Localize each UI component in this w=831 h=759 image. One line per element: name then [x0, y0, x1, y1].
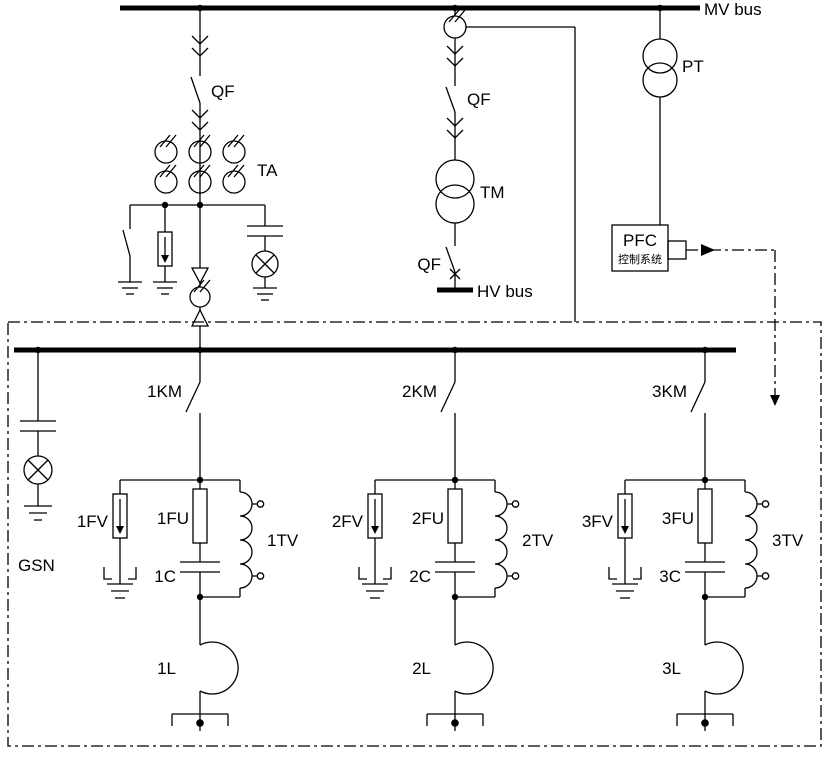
drawout-contact-icon: [191, 35, 209, 57]
contactor-km-label: 2KM: [402, 382, 437, 401]
gsn-branch: [20, 352, 56, 521]
capacitor-c-label: 1C: [154, 567, 176, 586]
control-arrow-icon: [701, 244, 715, 256]
contactor-km-icon: [440, 381, 456, 413]
transformer-tm-label: TM: [480, 183, 505, 202]
tv-label: 3TV: [772, 531, 804, 550]
cabinet-enclosure-border: [7, 321, 822, 747]
lamp-icon: [23, 455, 53, 485]
capacitor-c-icon: [435, 561, 475, 597]
pt-branch: [642, 8, 678, 225]
reactor-l-icon: [704, 597, 744, 714]
breaker-qf-mid-top-label: QF: [467, 90, 491, 109]
drawout-contact-icon: [446, 117, 464, 139]
capacitor-branch-3: 3KM 3FV 3FU 3TV 3C 3L: [582, 351, 804, 731]
incoming-feeder-left: [118, 8, 283, 351]
discharge-transformer-tv-icon: [200, 480, 265, 598]
capacitor-c-label: 2C: [409, 567, 431, 586]
ct-circle: [222, 164, 246, 194]
ct-circle: [154, 164, 178, 194]
ct-circle: [188, 164, 212, 194]
transformer-tm-icon: [435, 159, 475, 224]
contactor-km-label: 3KM: [652, 382, 687, 401]
pt-label: PT: [682, 57, 704, 76]
surge-arrester-icon: [153, 205, 177, 295]
capacitor-lamp-branch-icon: [247, 205, 283, 301]
capacitor-c-label: 3C: [659, 567, 681, 586]
drawout-contact-icon: [191, 109, 209, 131]
contactor-km-icon: [690, 381, 706, 413]
pfc-title: PFC: [623, 231, 657, 250]
pfc-controller: [611, 224, 780, 406]
arrester-fv-label: 2FV: [332, 512, 364, 531]
capacitor-branch-2: 2KM 2FV 2FU 2TV 2C 2L: [332, 351, 554, 731]
bottom-terminal-icon: [676, 713, 734, 731]
fuse-fu-label: 3FU: [662, 509, 694, 528]
gsn-label: GSN: [18, 556, 55, 575]
bottom-terminal-icon: [426, 713, 484, 731]
mv-bus: [120, 4, 700, 12]
measuring-sensor-icon: [443, 9, 467, 39]
arrester-fv-icon: [608, 480, 642, 599]
mv-bus-label: MV bus: [704, 0, 762, 19]
contactor-km-icon: [185, 381, 201, 413]
arrester-fv-icon: [103, 480, 137, 599]
fuse-fu-label: 2FU: [412, 509, 444, 528]
control-arrow-down-icon: [770, 395, 780, 406]
bottom-terminal-icon: [171, 713, 229, 731]
ct-ta-label: TA: [257, 161, 278, 180]
discharge-transformer-tv-icon: [455, 480, 520, 598]
reactor-l-icon: [454, 597, 494, 714]
arrester-fv-label: 3FV: [582, 512, 614, 531]
cable-termination-icon: [189, 205, 211, 351]
hv-bus-label: HV bus: [477, 282, 533, 301]
fuse-fu-icon: [697, 480, 713, 562]
fuse-fu-label: 1FU: [157, 509, 189, 528]
breaker-qf-mid-bottom-icon: [445, 246, 461, 280]
reactor-l-label: 1L: [157, 659, 176, 678]
transformer-feeder-mid: [435, 8, 576, 322]
tv-label: 2TV: [522, 531, 554, 550]
arrester-fv-label: 1FV: [77, 512, 109, 531]
capacitor-branch-1: 1KM 1FV 1FU 1TV 1C 1L: [77, 351, 299, 731]
breaker-qf-mid-top-icon: [445, 86, 456, 113]
contactor-km-label: 1KM: [147, 382, 182, 401]
pfc-subtitle: 控制系统: [618, 252, 662, 266]
breaker-qf-left-label: QF: [211, 82, 235, 101]
drawout-contact-icon: [446, 45, 464, 67]
arrester-fv-icon: [358, 480, 392, 599]
discharge-transformer-tv-icon: [705, 480, 770, 598]
lv-bus: [14, 346, 736, 354]
fuse-fu-icon: [447, 480, 463, 562]
breaker-qf-left-icon: [190, 76, 201, 104]
current-transformer-ta-icon: [154, 134, 246, 194]
capacitor-c-icon: [180, 561, 220, 597]
tv-label: 1TV: [267, 531, 299, 550]
reactor-l-label: 2L: [412, 659, 431, 678]
ct-circle: [222, 134, 246, 164]
voltage-transformer-pt-icon: [642, 38, 678, 98]
reactor-l-icon: [199, 597, 239, 714]
ct-circle: [188, 134, 212, 164]
capacitor-c-icon: [685, 561, 725, 597]
reactor-l-label: 3L: [662, 659, 681, 678]
pfc-output-port: [667, 240, 687, 260]
breaker-qf-mid-bottom-label: QF: [417, 255, 441, 274]
ct-circle: [154, 134, 178, 164]
capacitor-icon: [20, 420, 56, 432]
ground-icon: [24, 505, 52, 521]
earthing-switch-icon: [118, 205, 142, 295]
fuse-fu-icon: [192, 480, 208, 562]
